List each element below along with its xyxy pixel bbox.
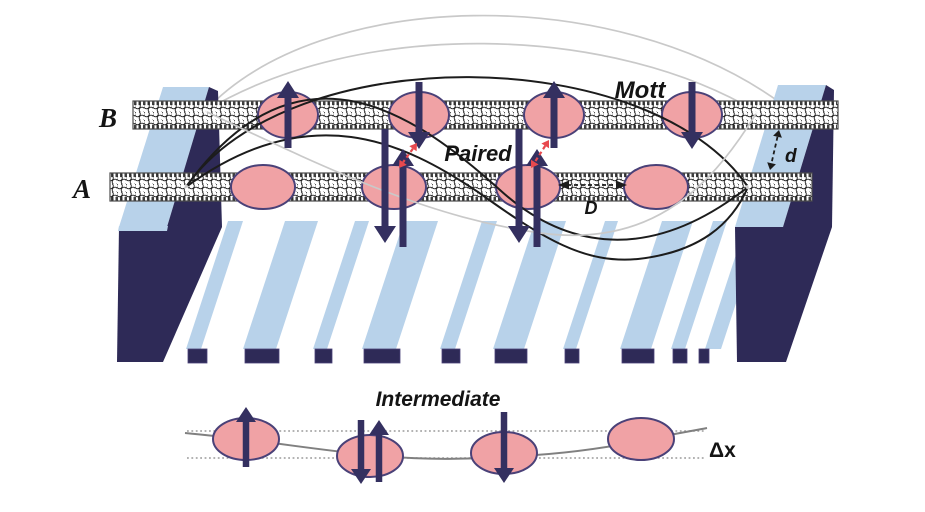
wave-node: [754, 109, 760, 115]
intermediate-chain: [184, 407, 708, 484]
spin-up-arrow: [277, 81, 299, 148]
paired-label: Paired: [444, 141, 512, 166]
gate-pillar: [243, 221, 318, 349]
gate-pillar: [186, 221, 243, 349]
electron: [623, 164, 689, 210]
gate-pillar: [671, 221, 727, 349]
pair-distance-arrow: [558, 180, 627, 190]
spin-down-arrow: [494, 412, 514, 483]
arrowhead: [558, 180, 569, 190]
pillar-foot: [441, 348, 461, 364]
left-support-base: [117, 227, 222, 362]
pillar-foot: [672, 348, 688, 364]
spin-up-arrow: [392, 149, 414, 247]
electron: [495, 164, 561, 210]
pairing-arrow: [531, 140, 549, 168]
left-support-base-edge: [118, 226, 168, 231]
pillar-foot: [564, 348, 580, 364]
gray-arc-low: [204, 42, 758, 113]
spin-down-arrow: [508, 129, 530, 243]
mott-label: Mott: [615, 77, 667, 104]
pillar-foot: [621, 348, 655, 364]
gate-pillar: [620, 221, 693, 349]
spin-up-arrow: [236, 407, 256, 467]
pillar-foot: [494, 348, 528, 364]
gate-pillar: [440, 221, 497, 349]
arrowhead: [773, 130, 782, 138]
spin-down-arrow: [408, 82, 430, 149]
arrowhead: [399, 159, 407, 168]
spin-up-arrow: [526, 149, 548, 247]
pillar-foot: [698, 348, 710, 364]
pair-distance-label: D: [585, 198, 598, 218]
pillar-foot: [314, 348, 333, 364]
spin-down-arrow: [351, 420, 371, 484]
nanotube-b-lattice: [132, 100, 839, 130]
pairing-arrow: [399, 143, 417, 168]
spin-down-arrow: [681, 82, 703, 149]
arrowhead: [767, 162, 776, 170]
electron: [230, 164, 296, 210]
gray-interaction-arcs: [204, 14, 783, 113]
arrowhead: [616, 180, 627, 190]
intermediate-label: Intermediate: [376, 388, 501, 411]
gray-arc-high: [204, 14, 783, 112]
electron: [336, 434, 404, 478]
displacement-label: Δx: [709, 439, 736, 462]
nanotube-b: [132, 100, 839, 130]
spin-down-arrow: [374, 129, 396, 243]
wave-node: [183, 184, 189, 190]
spin-arrows: [277, 81, 703, 247]
spin-up-arrow: [543, 81, 565, 148]
wave-node: [202, 108, 208, 114]
gate-pillar: [313, 221, 369, 349]
arrowhead: [531, 159, 539, 168]
electron: [607, 417, 675, 461]
interlayer-distance-label: d: [785, 146, 797, 167]
wave-full-2: [185, 134, 749, 261]
nanotube-a: [109, 172, 813, 202]
wave-node: [745, 184, 751, 190]
nanotube-a-lattice: [109, 172, 813, 202]
pairing-arrows: [399, 140, 549, 168]
gate-pillar: [563, 221, 618, 349]
gate-pillars: [186, 221, 763, 364]
interlayer-distance-arrow: [767, 130, 782, 170]
chain-spin-arrows: [236, 407, 514, 484]
labels: B A Mott Paired D d Intermediate Δx: [71, 77, 797, 462]
gate-pillar: [493, 221, 566, 349]
arrowhead: [541, 140, 549, 149]
pillar-foot: [363, 348, 401, 364]
pillar-foot: [244, 348, 280, 364]
tube-b-label: B: [98, 103, 117, 133]
right-support-base: [735, 227, 832, 362]
arrowhead: [409, 143, 417, 152]
gate-pillar: [362, 221, 438, 349]
tube-a-label: A: [71, 174, 91, 204]
pillar-foot: [187, 348, 208, 364]
spin-up-arrow: [369, 420, 389, 482]
